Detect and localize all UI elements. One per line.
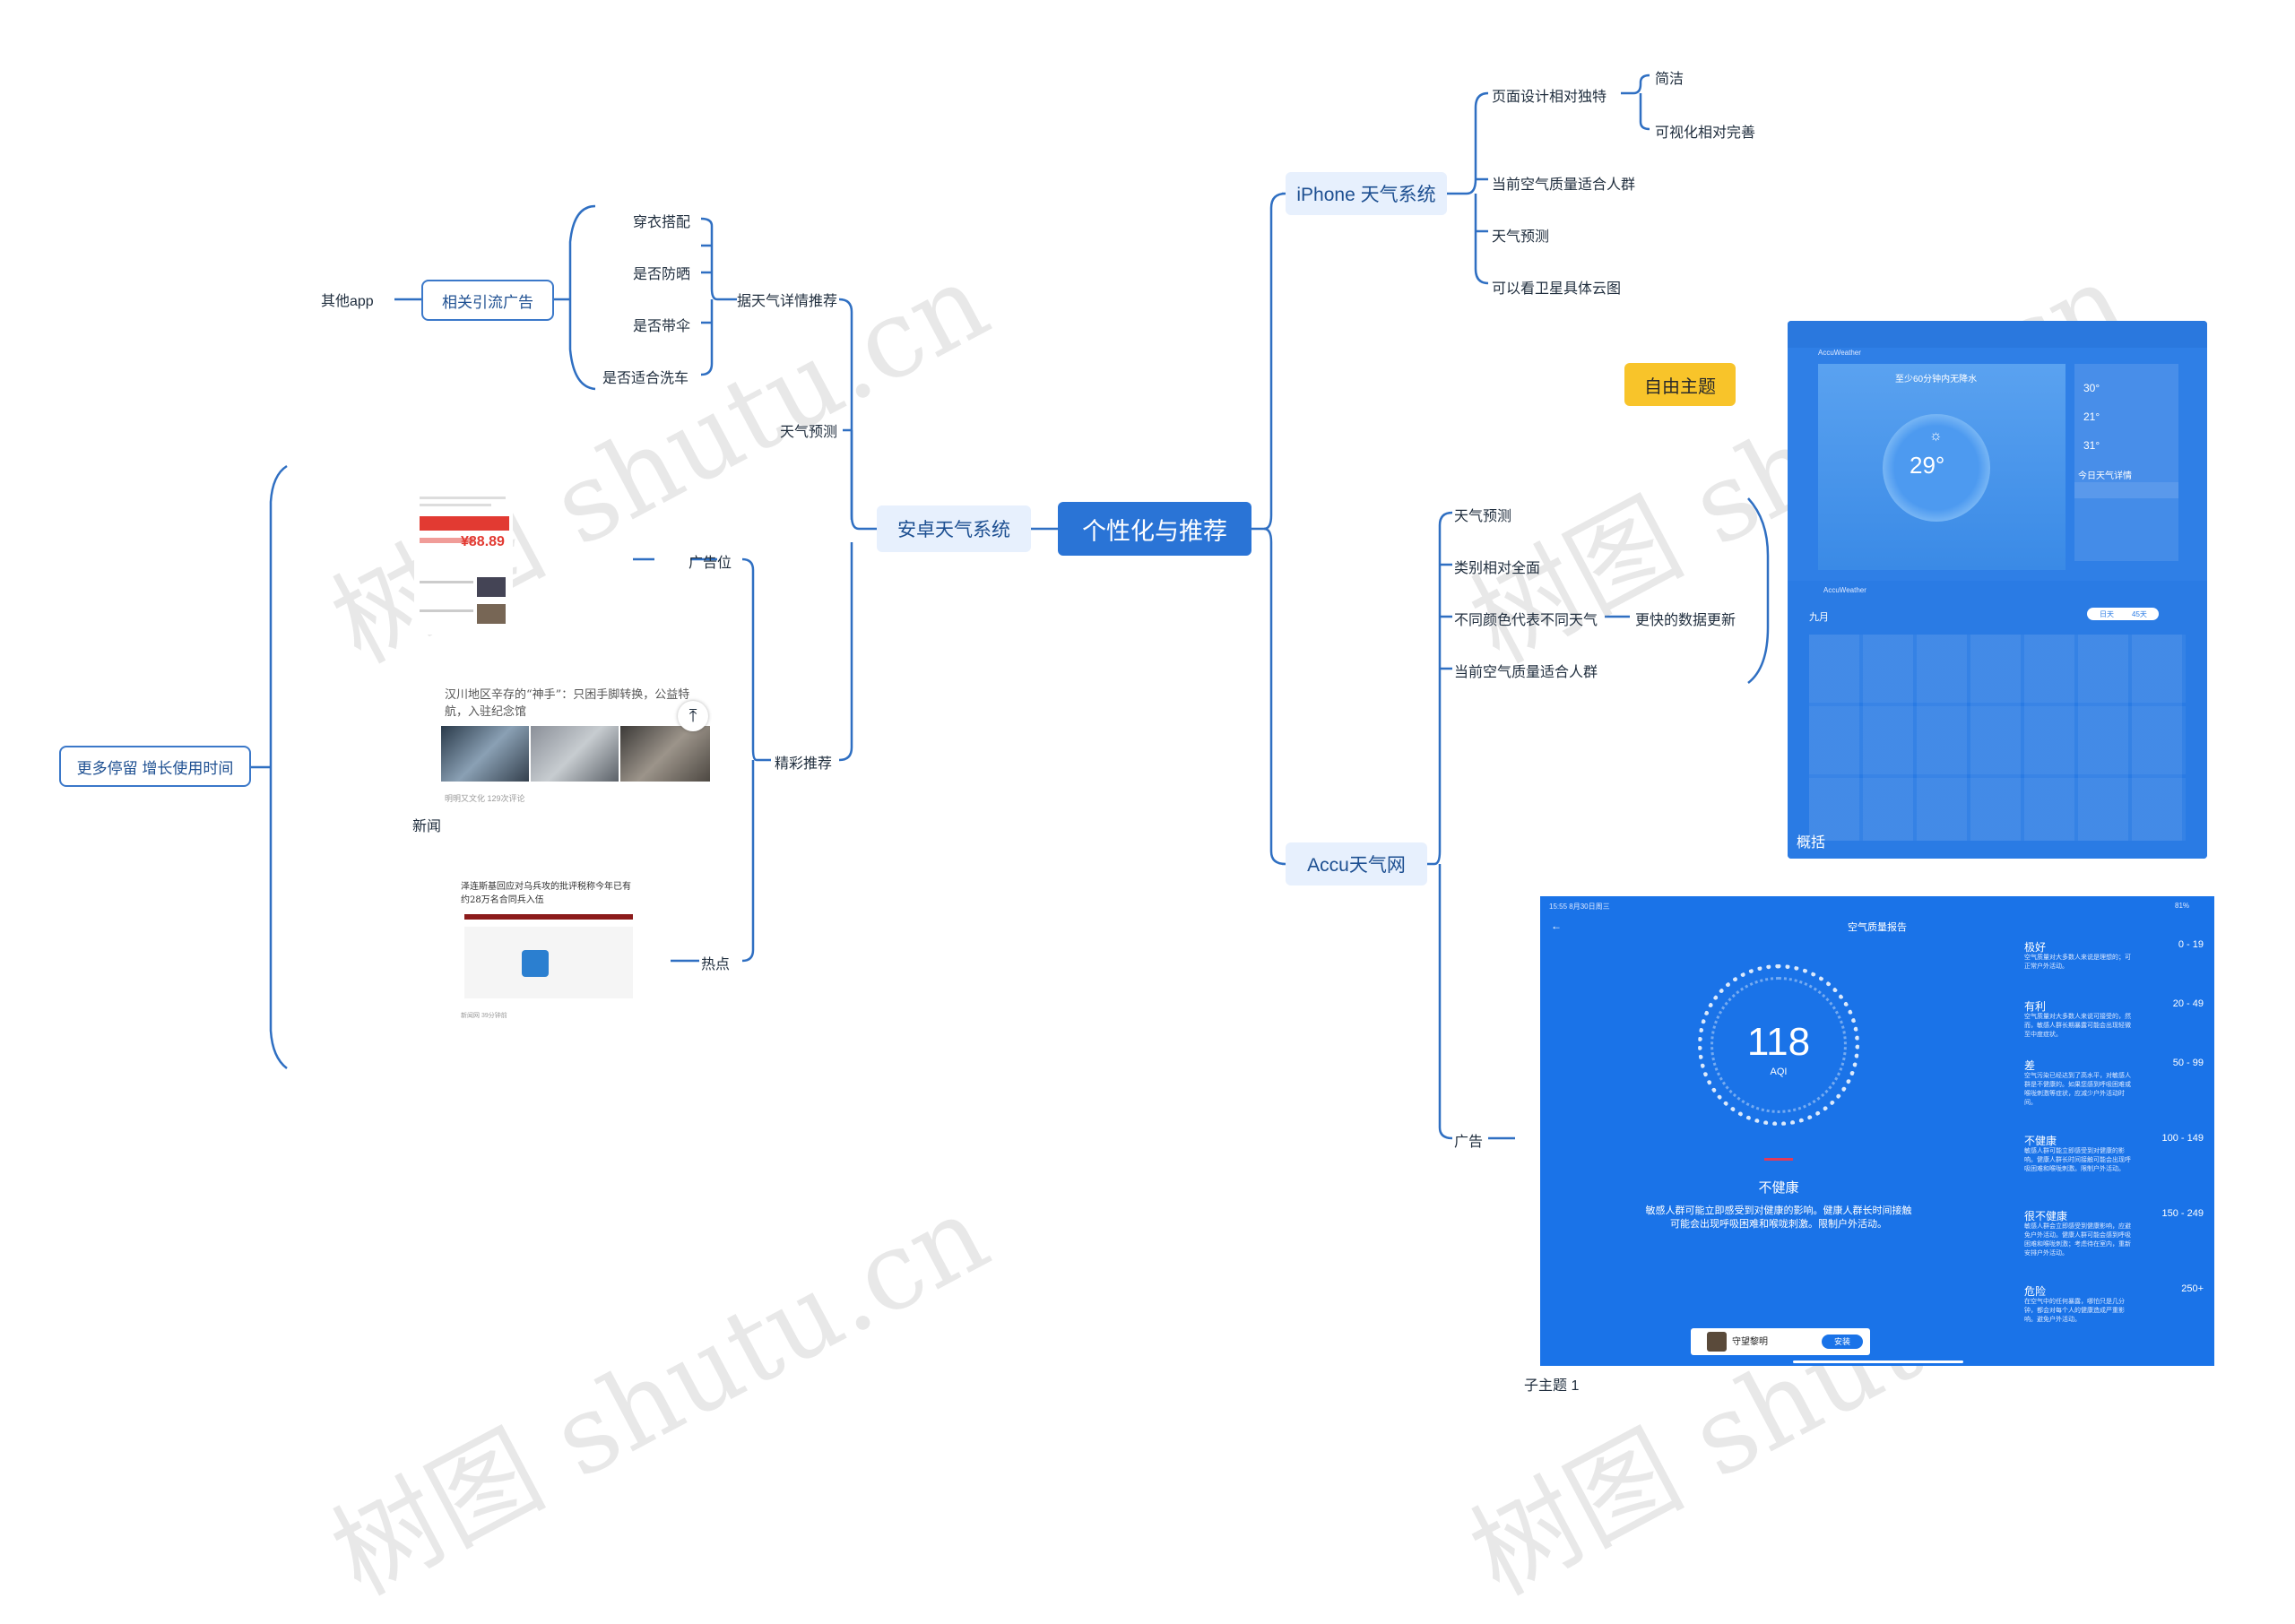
node-iphone-item[interactable]: 天气预测 <box>1492 224 1549 246</box>
panel-temp: 31° <box>2083 439 2100 452</box>
today-details: 今日天气详情 <box>2078 468 2132 481</box>
node-detail-item[interactable]: 穿衣搭配 <box>633 210 690 231</box>
game-icon <box>1707 1332 1727 1352</box>
news-headline: 泽连斯基回应对乌兵攻的批评税称今年已有约28万名合同兵入伍 <box>461 880 637 907</box>
node-iphone-item[interactable]: 页面设计相对独特 <box>1492 84 1606 106</box>
weather-month: 九月 <box>1809 609 1829 624</box>
aqi-title: 空气质量报告 <box>1540 920 2214 934</box>
node-accu-item[interactable]: 不同颜色代表不同天气 <box>1454 608 1598 629</box>
caption-subtopic: 子主题 1 <box>1524 1373 1579 1395</box>
status-battery: 81% <box>2175 902 2189 910</box>
news-price: ¥88.89 <box>461 534 505 550</box>
aqi-screenshot: 15:55 8月30日周三 81% ← 空气质量报告 118 AQI 不健康 敏… <box>1540 896 2214 1366</box>
weather-temp: 29° <box>1910 452 1944 479</box>
node-iphone-weather[interactable]: iPhone 天气系统 <box>1286 172 1447 215</box>
node-ad-slot[interactable]: 广告位 <box>688 550 732 572</box>
scroll-top-icon[interactable]: ⤒ <box>678 701 708 731</box>
ad-name: 守望黎明 <box>1732 1334 1768 1347</box>
node-accu-item[interactable]: 类别相对全面 <box>1454 556 1540 577</box>
root-node[interactable]: 个性化与推荐 <box>1058 502 1251 556</box>
aqi-unit: AQI <box>1698 1067 1859 1077</box>
panel-temp: 21° <box>2083 410 2100 423</box>
weather-brand: AccuWeather <box>1823 586 1866 594</box>
aqi-scale: 极好 0 - 19 空气质量对大多数人来说是理想的；可正常户外活动。 有利 20… <box>2024 939 2204 1352</box>
node-iphone-item[interactable]: 可以看卫星具体云图 <box>1492 276 1621 298</box>
news-meta: 明明又文化 129次评论 <box>445 792 525 804</box>
node-hot[interactable]: 热点 <box>701 952 730 973</box>
node-ad-traffic[interactable]: 相关引流广告 <box>421 280 554 321</box>
ad-banner[interactable]: 守望黎明 安装 <box>1691 1328 1870 1355</box>
node-design-item[interactable]: 简洁 <box>1655 66 1684 88</box>
node-news[interactable]: 新闻 <box>412 814 441 835</box>
node-design-item[interactable]: 可视化相对完善 <box>1655 120 1755 142</box>
node-accu-item[interactable]: 天气预测 <box>1454 504 1511 525</box>
node-other-app[interactable]: 其他app <box>321 289 374 310</box>
weather-screenshot: AccuWeather 至少60分钟内无降水 29° ☼ 30° 21° 31°… <box>1788 321 2207 859</box>
sun-icon: ☼ <box>1929 428 1943 445</box>
node-accu-item[interactable]: 当前空气质量适合人群 <box>1454 660 1598 681</box>
aqi-level: 不健康 <box>1644 1178 1913 1196</box>
node-iphone-item[interactable]: 当前空气质量适合人群 <box>1492 172 1635 194</box>
news-screenshot-3: 泽连斯基回应对乌兵攻的批评税称今年已有约28万名合同兵入伍 新闻网 39分钟前 <box>455 877 642 1027</box>
node-accu-item[interactable]: 广告 <box>1454 1129 1483 1151</box>
node-faster-update[interactable]: 更快的数据更新 <box>1635 608 1736 629</box>
node-accu-weather[interactable]: Accu天气网 <box>1286 842 1427 885</box>
caption-overview: 概括 <box>1797 830 1825 851</box>
news-headline: 汉川地区辛存的“神手”：只困手脚转换，公益特航，入驻纪念馆 <box>445 687 705 721</box>
toggle-day[interactable]: 日天 <box>2100 609 2114 619</box>
panel-temp: 30° <box>2083 382 2100 394</box>
status-time: 15:55 8月30日周三 <box>1549 902 1610 911</box>
install-button[interactable]: 安装 <box>1822 1335 1863 1349</box>
weather-rain: 至少60分钟内无降水 <box>1895 371 1977 384</box>
node-detail-item[interactable]: 是否带伞 <box>633 314 690 335</box>
calendar-grid <box>1809 635 2186 841</box>
node-detail-item[interactable]: 是否防晒 <box>633 262 690 283</box>
node-retention[interactable]: 更多停留 增长使用时间 <box>59 746 251 787</box>
aqi-value: 118 <box>1698 1020 1859 1065</box>
node-forecast[interactable]: 天气预测 <box>780 419 837 441</box>
node-android-weather[interactable]: 安卓天气系统 <box>877 505 1031 552</box>
cube-icon <box>522 950 549 977</box>
free-theme-badge[interactable]: 自由主题 <box>1624 363 1736 406</box>
node-featured[interactable]: 精彩推荐 <box>775 751 832 773</box>
weather-brand: AccuWeather <box>1818 349 1861 357</box>
news-screenshot-1: ¥88.89 <box>414 491 513 635</box>
node-weather-detail[interactable]: 据天气详情推荐 <box>737 289 837 310</box>
toggle-45day[interactable]: 45天 <box>2132 609 2147 619</box>
node-detail-item[interactable]: 是否适合洗车 <box>602 366 688 387</box>
aqi-desc: 敏感人群可能立即感受到对健康的影响。健康人群长时间接触可能会出现呼吸困难和喉咙刺… <box>1644 1205 1913 1231</box>
news-meta: 新闻网 39分钟前 <box>461 1011 507 1020</box>
news-screenshot-2: 汉川地区辛存的“神手”：只困手脚转换，公益特航，入驻纪念馆 ⤒ 明明又文化 12… <box>441 681 712 807</box>
